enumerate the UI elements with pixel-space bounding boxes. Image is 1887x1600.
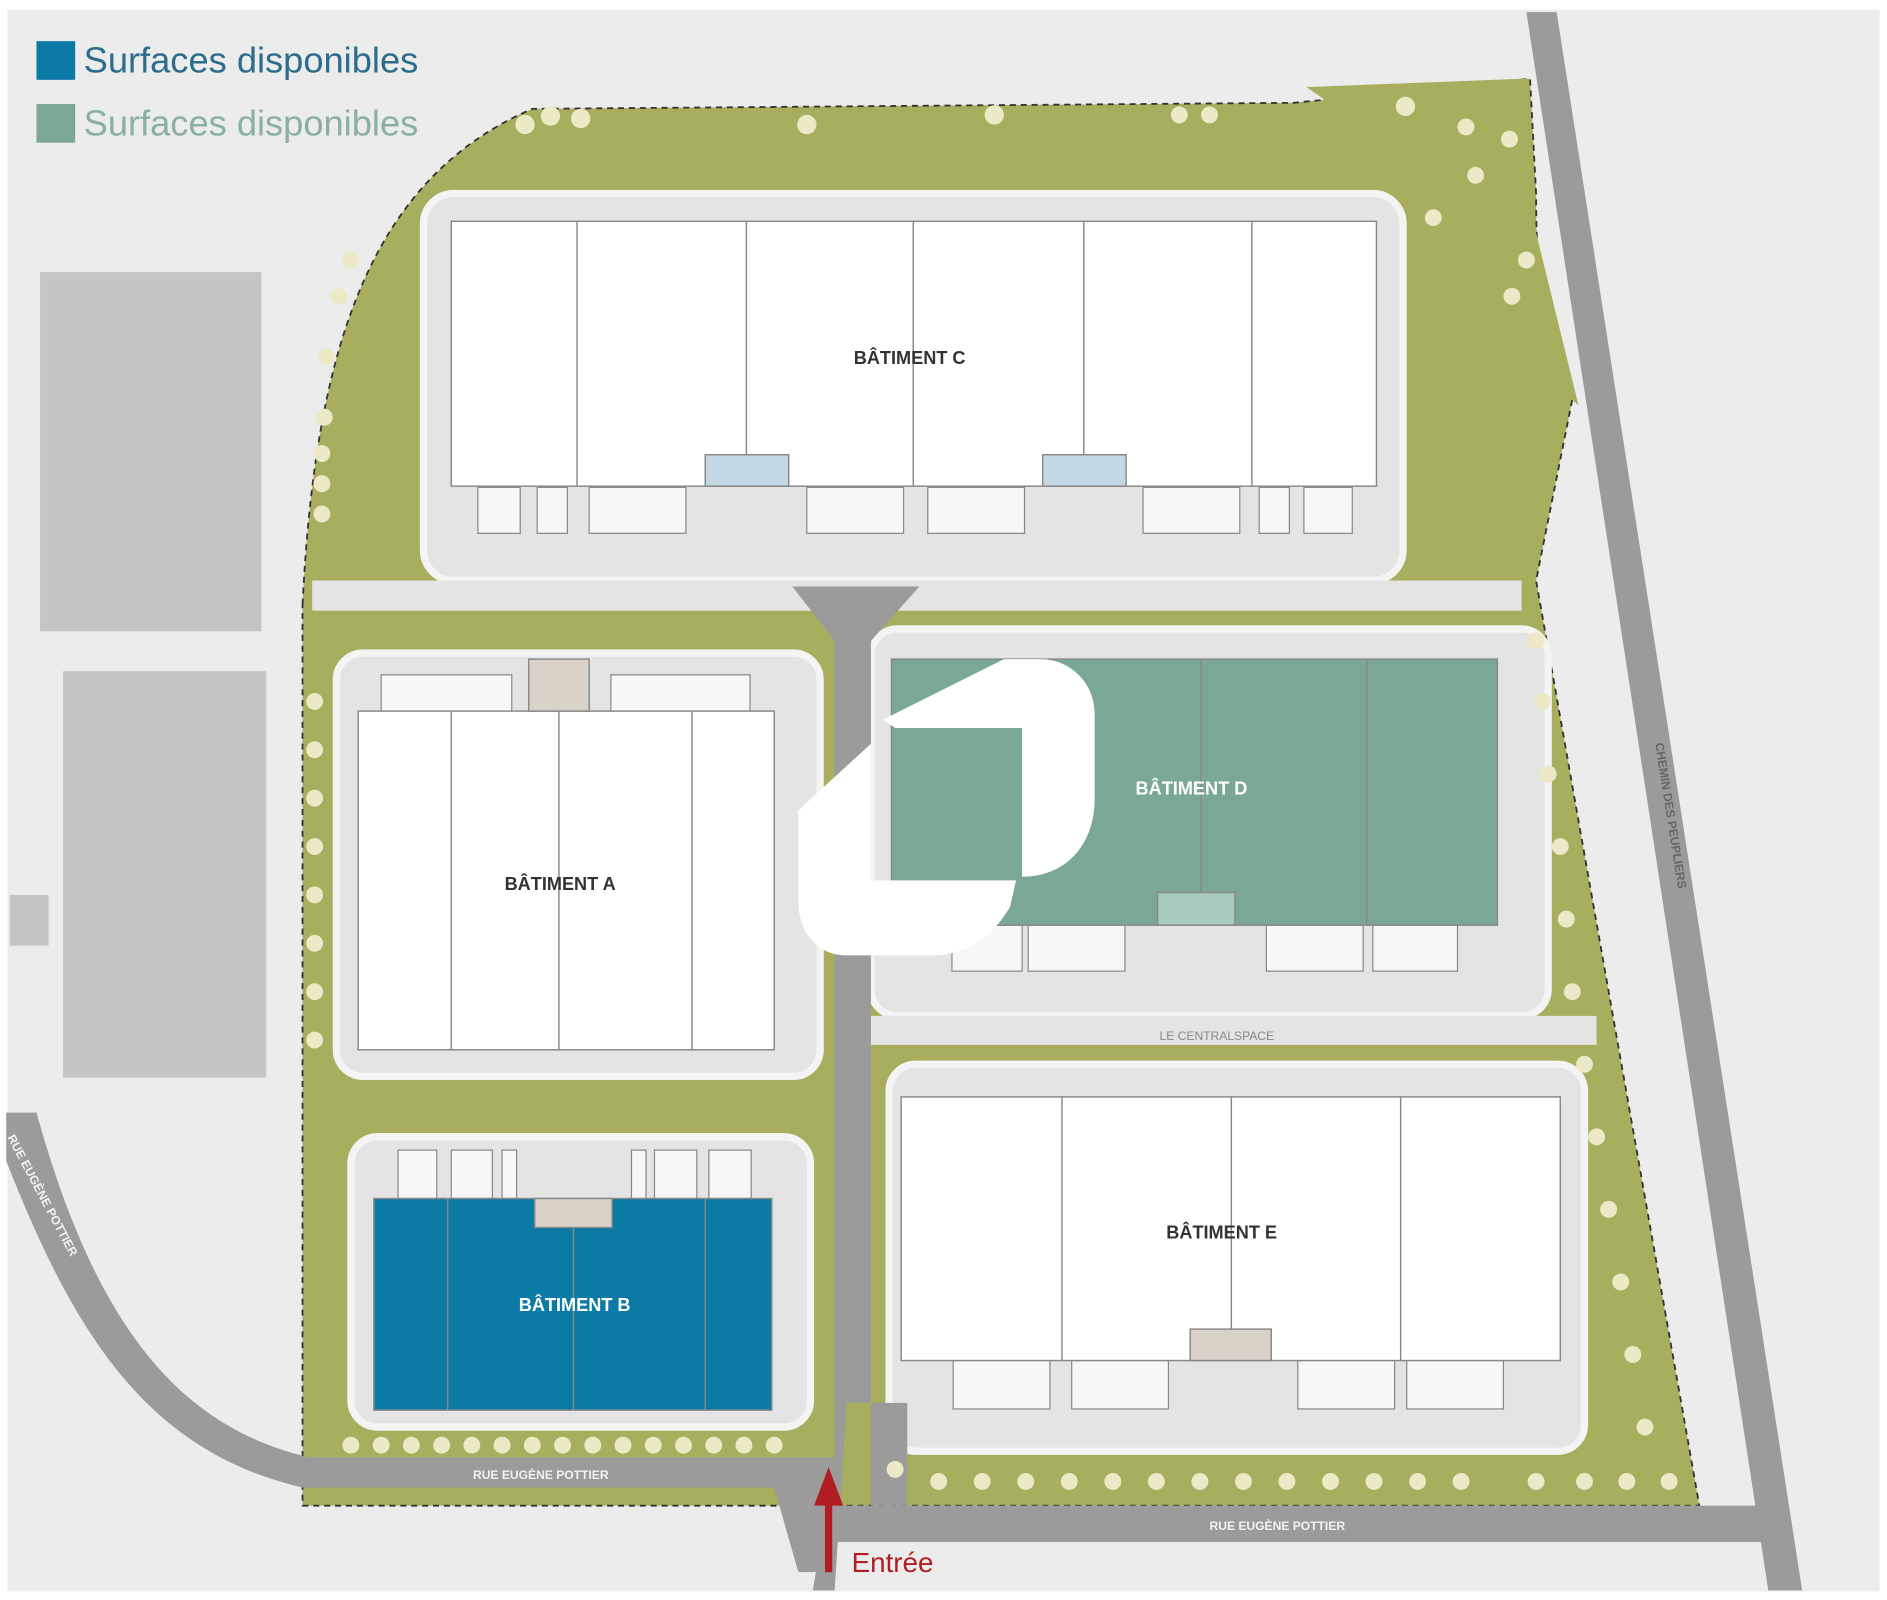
central-space-label: LE CENTRALSPACE [1160,1029,1275,1043]
building-a-dividers [450,711,693,1050]
building-c-label: BÂTIMENT C [854,347,966,368]
road-label-rue: RUE EUGÈNE POTTIER [1210,1518,1346,1533]
road-label-rue: RUE EUGÈNE POTTIER [473,1467,609,1482]
building-e-dividers [1061,1096,1402,1361]
legend-swatch-blue [36,41,76,80]
legend-swatch-green [36,104,76,143]
building-d-office [1156,891,1236,926]
building-c-office [1041,453,1127,487]
road-rue-bottom [834,1505,1769,1542]
building-e-label: BÂTIMENT E [1166,1221,1277,1242]
neighbour-building [63,671,267,1078]
overlay-logo [798,659,1095,956]
building-b-office [534,1197,613,1229]
road-rue-left [6,1112,835,1573]
loading-docks [380,486,1505,1410]
legend-label-green: Surfaces disponibles [84,102,419,143]
building-a-office [527,658,590,712]
yard-road [312,580,1522,611]
building-e-office [1189,1328,1272,1362]
building-b-dividers [446,1198,706,1411]
building-c-office [704,453,790,487]
building-a[interactable] [357,710,775,1051]
trees [306,96,1678,1490]
building-d-label: BÂTIMENT D [1136,778,1248,799]
entrance-label: Entrée [852,1547,934,1578]
road-chemin [1526,12,1803,1591]
yard-road [870,1015,1597,1045]
entrance-arrow-icon [814,1466,844,1573]
building-d-dividers [1200,659,1368,926]
neighbour-building [9,894,49,946]
green-strip [1306,78,1579,406]
road-entrance [792,586,920,1591]
building-c-dividers [576,221,1253,487]
building-b-label: BÂTIMENT B [519,1294,631,1315]
building-a-label: BÂTIMENT A [505,873,616,894]
legend-label-blue: Surfaces disponibles [84,40,419,81]
neighbour-building [40,272,262,632]
